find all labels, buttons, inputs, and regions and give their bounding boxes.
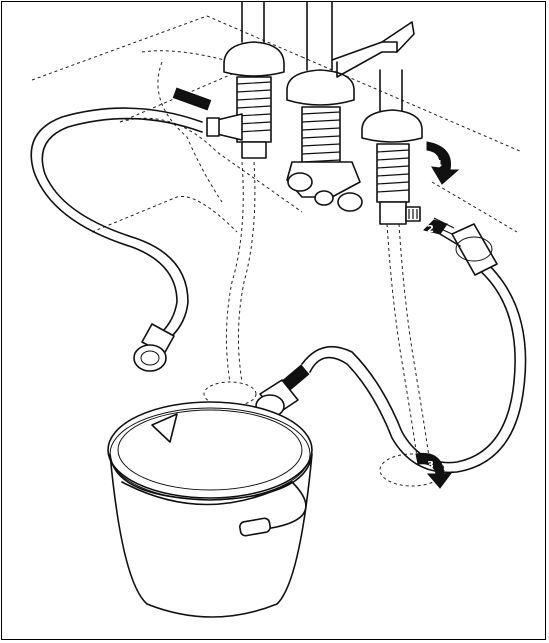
left-valve: [207, 2, 284, 158]
left-supply-hose: [31, 88, 210, 371]
step-3-label: 3: [427, 460, 434, 471]
right-valve: [362, 70, 422, 224]
step-4-marker: 4: [427, 142, 458, 184]
step-2-label: 2: [427, 224, 434, 235]
bucket: [108, 402, 312, 617]
step-4-label: 4: [435, 159, 442, 170]
